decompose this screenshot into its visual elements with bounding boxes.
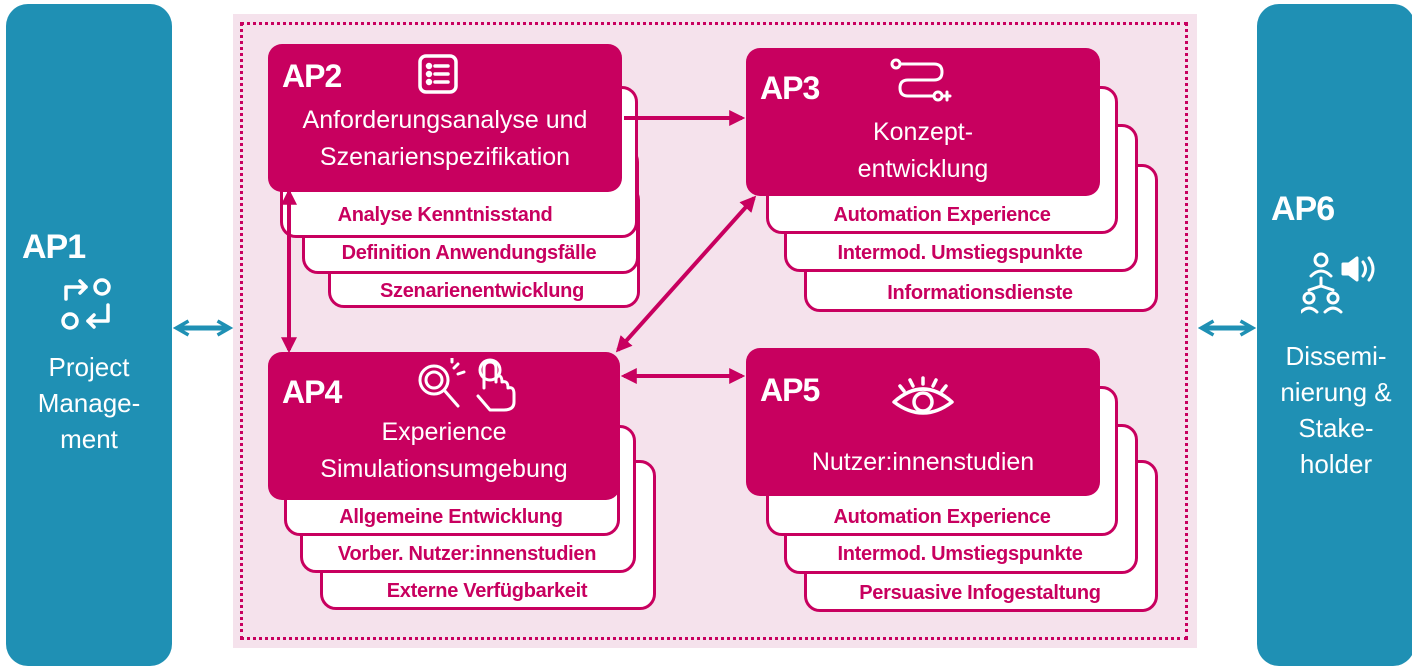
ap4-id: AP4 [282, 374, 342, 410]
panel-dotted-border [240, 22, 1188, 640]
ap2-box: AP2 Anforderungsanalyse und Szenarienspe… [268, 44, 622, 192]
ap6-id: AP6 [1271, 190, 1335, 228]
ap2-id: AP2 [282, 58, 342, 94]
ap3-id: AP3 [760, 70, 820, 106]
ap4-subtask-1: Allgemeine Entwicklung [339, 506, 563, 528]
ap2-title: Anforderungsanalyse und Szenarienspezifi… [302, 106, 588, 171]
arrow-ap3-ap4 [615, 195, 757, 353]
ap5-subtask-3: Persuasive Infogestaltung [859, 582, 1101, 604]
ap5-subtask-2: Intermod. Umstiegspunkte [837, 543, 1083, 565]
cycle-arrows-icon [61, 278, 111, 330]
ap1-id: AP1 [22, 228, 86, 266]
search-touch-icon [418, 358, 516, 412]
ap3-subtask-1: Automation Experience [833, 204, 1051, 226]
ap2-subtask-2: Definition Anwendungsfälle [341, 242, 597, 264]
ap1-label: Project Manage- ment [37, 352, 141, 454]
people-network-speaker-icon [1301, 252, 1375, 314]
ap2-subtask-1: Analyse Kenntnisstand [337, 204, 553, 226]
ap3-box: AP3 Konzept- entwicklung [746, 48, 1100, 196]
route-path-icon [890, 58, 952, 102]
eye-icon [892, 376, 954, 415]
ap2-subtask-3: Szenarienentwicklung [379, 280, 585, 302]
list-document-icon [418, 54, 458, 94]
ap4-box: AP4 Experience Simulationsumgebung [268, 352, 620, 500]
ap3-subtask-2: Intermod. Umstiegspunkte [837, 242, 1083, 264]
ap4-subtask-2: Vorber. Nutzer:innenstudien [337, 543, 597, 565]
ap5-title: Nutzer:innenstudien [811, 448, 1035, 476]
ap5-id: AP5 [760, 372, 820, 408]
ap4-title: Experience Simulationsumgebung [320, 418, 568, 483]
ap5-subtask-1: Automation Experience [833, 506, 1051, 528]
ap6-label: Dissemi- nierung & Stake- holder [1280, 341, 1392, 479]
ap5-box: AP5 Nutzer:innenstudien [746, 348, 1100, 496]
ap3-subtask-3: Informationsdienste [887, 282, 1073, 304]
ap4-subtask-3: Externe Verfügbarkeit [386, 580, 588, 602]
ap6-panel: AP6 Dissemi- nierung & Stake- holder [1257, 4, 1412, 666]
ap1-panel: AP1 Project Manage- ment [6, 4, 172, 666]
ap3-title: Konzept- entwicklung [857, 118, 989, 183]
